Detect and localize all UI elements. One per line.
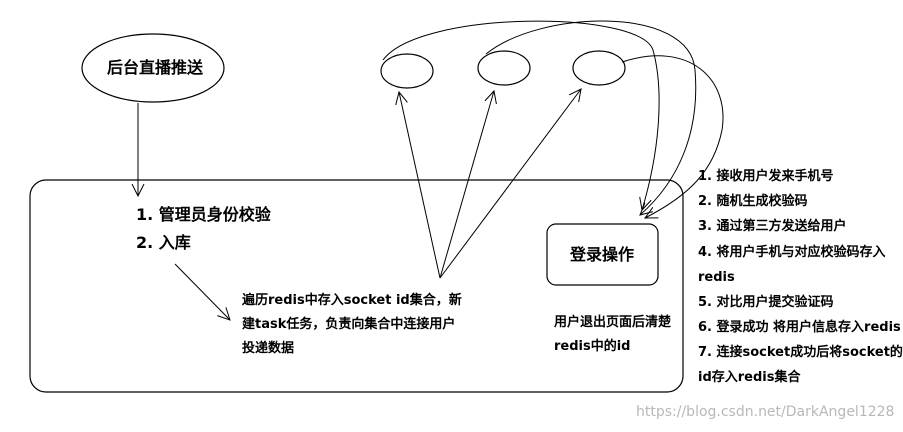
login-step: redis [698, 270, 735, 285]
login-step: 6. 登录成功 将用户信息存入redis [698, 320, 901, 335]
push-to-client-2 [439, 91, 494, 279]
server-step-2: 2. 入库 [136, 233, 191, 252]
client-2-to-login [485, 20, 697, 215]
login-node-label: 登录操作 [570, 245, 635, 264]
push-to-client-3 [439, 89, 581, 279]
task-arrow [174, 263, 230, 320]
client-node-3 [572, 50, 626, 86]
client-node-1 [380, 53, 434, 89]
logout-line-2: redis中的id [554, 339, 631, 354]
push-to-client-1 [399, 92, 441, 279]
task-line-1: 遍历redis中存入socket id集合，新 [242, 293, 462, 308]
login-step: 5. 对比用户提交验证码 [698, 295, 834, 310]
push-node [81, 33, 225, 103]
login-step: 4. 将用户手机与对应校验码存入 [698, 245, 886, 260]
client-1-to-login [382, 20, 660, 210]
client-3-to-login [621, 55, 724, 218]
login-step: 2. 随机生成校验码 [698, 194, 808, 209]
watermark: https://blog.csdn.net/DarkAngel1228 [636, 404, 895, 420]
server-step-1: 1. 管理员身份校验 [136, 205, 271, 224]
server-box [29, 179, 684, 393]
task-line-2: 建task任务，负责向集合中连接用户 [242, 317, 456, 332]
push-node-label: 后台直播推送 [107, 58, 204, 77]
login-step: id存入redis集合 [698, 370, 801, 385]
login-step: 7. 连接socket成功后将socket的 [698, 345, 903, 360]
task-line-3: 投递数据 [242, 341, 295, 356]
login-step: 1. 接收用户发来手机号 [698, 169, 834, 184]
logout-line-1: 用户退出页面后清楚 [554, 315, 672, 330]
login-step: 3. 通过第三方发送给用户 [698, 219, 847, 234]
client-node-2 [477, 50, 531, 86]
login-box [546, 223, 659, 286]
